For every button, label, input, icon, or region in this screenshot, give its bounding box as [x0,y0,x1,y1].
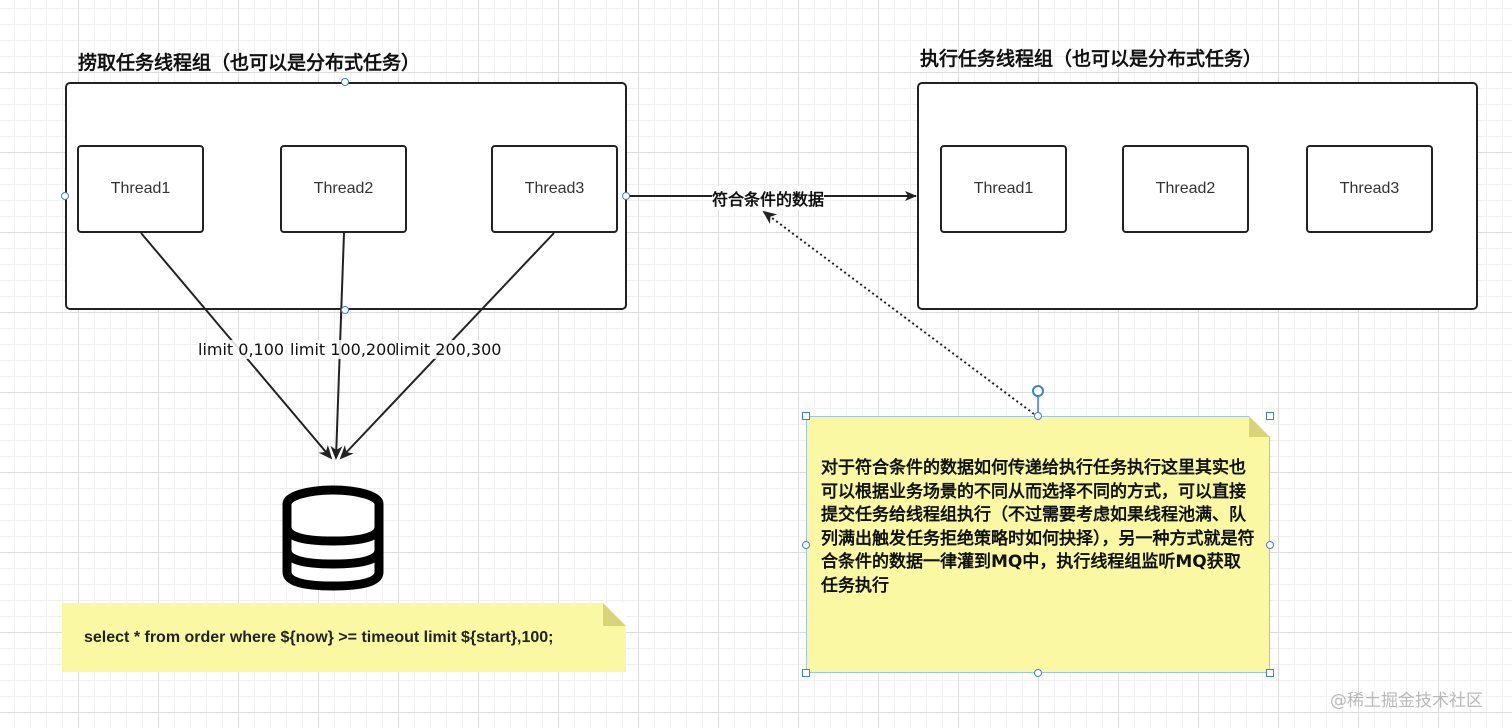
thread-label: Thread1 [110,180,171,197]
left-thread-2[interactable]: Thread2 [280,145,407,233]
left-group-title: 捞取任务线程组（也可以是分布式任务） [78,52,421,74]
sql-note[interactable]: select * from order where ${now} >= time… [62,603,626,672]
sql-text: select * from order where ${now} >= time… [84,628,554,646]
explanation-text: 对于符合条件的数据如何传递给执行任务执行这里其实也可以根据业务场景的不同从而选择… [821,458,1255,596]
left-thread-1[interactable]: Thread1 [77,145,204,233]
edge-label: 符合条件的数据 [712,186,825,210]
note-pointer-arrow[interactable] [762,210,1035,415]
limit-label-1: limit 0,100 [198,340,285,359]
rotate-handle[interactable] [1032,385,1044,397]
resize-handle-sw[interactable] [802,669,810,677]
resize-handle-nw[interactable] [802,412,810,420]
limit-label-3: limit 200,300 [395,340,502,359]
thread-label: Thread2 [1155,180,1216,197]
resize-handle-n[interactable] [1034,412,1042,420]
left-thread-3[interactable]: Thread3 [491,145,618,233]
left-group-anchor-left[interactable] [61,192,69,200]
right-group-title: 执行任务线程组（也可以是分布式任务） [920,48,1263,70]
thread-label: Thread3 [1339,180,1400,197]
explanation-note[interactable]: 对于符合条件的数据如何传递给执行任务执行这里其实也可以根据业务场景的不同从而选择… [806,416,1270,673]
resize-handle-se[interactable] [1266,669,1274,677]
left-group-anchor-top[interactable] [341,78,349,86]
left-group-anchor-bottom[interactable] [341,306,349,314]
right-thread-1[interactable]: Thread1 [940,145,1067,233]
limit-label-2: limit 100,200 [290,340,397,359]
right-thread-3[interactable]: Thread3 [1306,145,1433,233]
left-group-anchor-right[interactable] [622,192,630,200]
resize-handle-s[interactable] [1034,669,1042,677]
watermark: @稀土掘金技术社区 [1330,691,1483,711]
resize-handle-ne[interactable] [1266,412,1274,420]
resize-handle-w[interactable] [802,541,810,549]
right-thread-2[interactable]: Thread2 [1122,145,1249,233]
thread-label: Thread3 [524,180,585,197]
resize-handle-e[interactable] [1266,541,1274,549]
thread-label: Thread1 [973,180,1034,197]
thread-label: Thread2 [313,180,374,197]
